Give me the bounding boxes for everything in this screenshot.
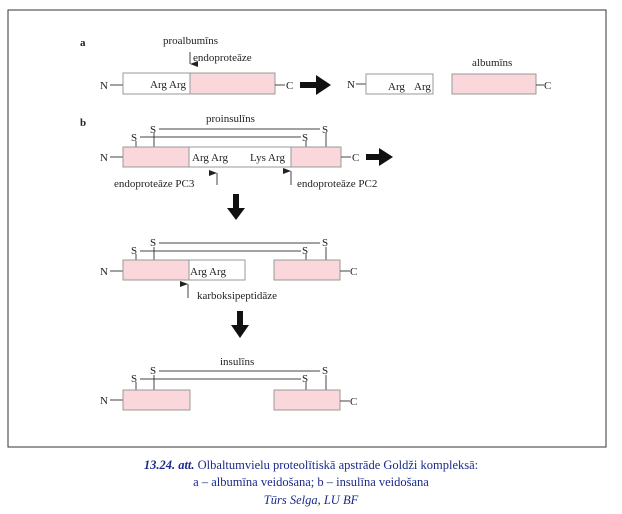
albumin-label: albumīns [472,57,512,69]
carboxypeptidase-label: karboksipeptidāze [197,290,277,302]
process-arrow-icon [366,148,393,166]
arg-arg-remnant [188,259,246,281]
cleaved-propeptide [365,73,434,95]
n-terminus: N [100,266,108,278]
albumin-product [451,73,537,95]
disulfide-bonds: S S S S [131,237,328,260]
s: S [131,245,137,257]
s: S [302,132,308,144]
c-terminus: C [352,152,359,164]
n-terminus: N [100,80,108,92]
arg-label: Arg [414,81,431,93]
albumin-segment [189,72,276,95]
lys-arg-label: Lys Arg [250,152,285,164]
arg-arg-label: Arg Arg [192,152,228,164]
proinsulin-label: proinsulīns [206,113,255,125]
down-arrow-icon [231,311,249,338]
endoprotease-label: endoproteāze [193,52,252,64]
s: S [150,237,156,249]
pc2-label: endoproteāze PC2 [297,178,377,190]
disulfide-bonds: S S S S [131,124,328,147]
s: S [150,365,156,377]
s: S [131,132,137,144]
b-chain [122,259,190,281]
b-chain [122,389,191,411]
process-arrow-icon [300,75,331,95]
figure-number: 13.24. [143,458,176,472]
disulfide-bonds: S S S S [131,365,328,390]
caption-author: Tūrs Selga, LU BF [263,493,359,507]
c-terminus: C [350,396,357,408]
s: S [322,237,328,249]
n-terminus: N [100,152,108,164]
a-chain [290,146,342,168]
s: S [302,245,308,257]
a-chain [273,389,341,411]
n-terminus: N [100,395,108,407]
proalbumin-label: proalbumīns [163,35,218,47]
figure-att: att. [178,458,195,472]
s: S [150,124,156,136]
figure-frame [7,9,607,448]
caption-line-2: a – albumīna veidošana; b – insulīna vei… [193,475,429,489]
b-chain [122,146,190,168]
s: S [322,365,328,377]
pc3-label: endoproteāze PC3 [114,178,195,190]
caption-title: Olbaltumvielu proteolītiskā apstrāde Gol… [197,458,479,472]
s: S [302,373,308,385]
down-arrow-icon [227,194,245,220]
s: S [131,373,137,385]
arg-arg-label: Arg Arg [190,266,226,278]
arg-arg-label: Arg Arg [150,79,186,91]
s: S [322,124,328,136]
a-chain [273,259,341,281]
n-terminus: N [347,79,355,91]
arg-label: Arg [388,81,405,93]
c-terminus: C [544,80,551,92]
insulin-label: insulīns [220,356,254,368]
panel-a-label: a [80,37,86,49]
c-terminus: C [350,266,357,278]
panel-b-label: b [80,117,86,129]
caption-line-1: 13.24. att. Olbaltumvielu proteolītiskā … [0,457,622,474]
c-terminus: C [286,80,293,92]
